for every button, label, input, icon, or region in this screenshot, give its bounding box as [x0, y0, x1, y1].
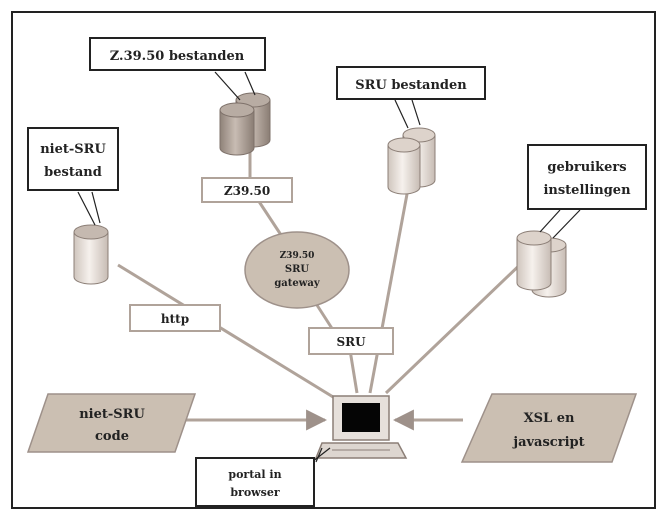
line-sru-db-to-terminal — [368, 177, 412, 394]
portal-label-line1: portal in — [228, 468, 281, 481]
non-sru-database-icon — [73, 224, 109, 285]
line-sru-to-terminal — [348, 349, 359, 394]
z3950-files-label: Z.39.50 bestanden — [110, 49, 245, 64]
protocol-sru-label: SRU — [336, 335, 366, 349]
protocol-http-box — [129, 304, 221, 332]
protocol-http-label: http — [161, 312, 189, 326]
non-sru-code-label-line1: niet-SRU — [79, 407, 145, 422]
non-sru-code-shape — [26, 393, 197, 453]
computer-terminal-icon — [314, 395, 408, 459]
callout-z3950-files — [89, 37, 266, 71]
gateway-label-line1: Z39.50 — [280, 251, 315, 261]
callout-portal — [195, 457, 315, 507]
callout-sru-files — [336, 66, 486, 100]
user-settings-database-icon — [516, 230, 567, 298]
gateway-ellipse — [244, 231, 350, 309]
user-settings-label-line2: instellingen — [543, 183, 631, 198]
sru-database-icon — [387, 127, 436, 195]
line-z3950-to-gateway — [256, 199, 285, 239]
protocol-z3950-box — [201, 177, 293, 203]
user-settings-label-line1: gebruikers — [547, 160, 626, 175]
xsl-label-line2: javascript — [512, 435, 584, 450]
callout-non-sru-file — [27, 127, 119, 191]
non-sru-code-label-line2: code — [95, 429, 129, 444]
xsl-label-line1: XSL en — [524, 411, 575, 426]
connection-lines — [117, 148, 529, 431]
non-sru-file-label-line1: niet-SRU — [40, 142, 106, 157]
sru-files-label: SRU bestanden — [355, 78, 467, 93]
line-non-sru-db-to-terminal — [117, 263, 339, 402]
gateway-label-line3: gateway — [274, 278, 321, 289]
gateway-label-line2: SRU — [285, 264, 310, 275]
line-gateway-to-sru — [313, 301, 335, 331]
line-user-settings-to-terminal — [384, 256, 529, 395]
protocol-sru-box — [308, 327, 394, 355]
non-sru-file-label-line2: bestand — [44, 165, 102, 180]
xsl-javascript-shape — [460, 393, 638, 463]
portal-label-line2: browser — [230, 486, 279, 499]
protocol-z3950-label: Z39.50 — [224, 184, 270, 198]
z3950-database-icon — [219, 92, 271, 156]
callout-user-settings — [527, 144, 647, 210]
